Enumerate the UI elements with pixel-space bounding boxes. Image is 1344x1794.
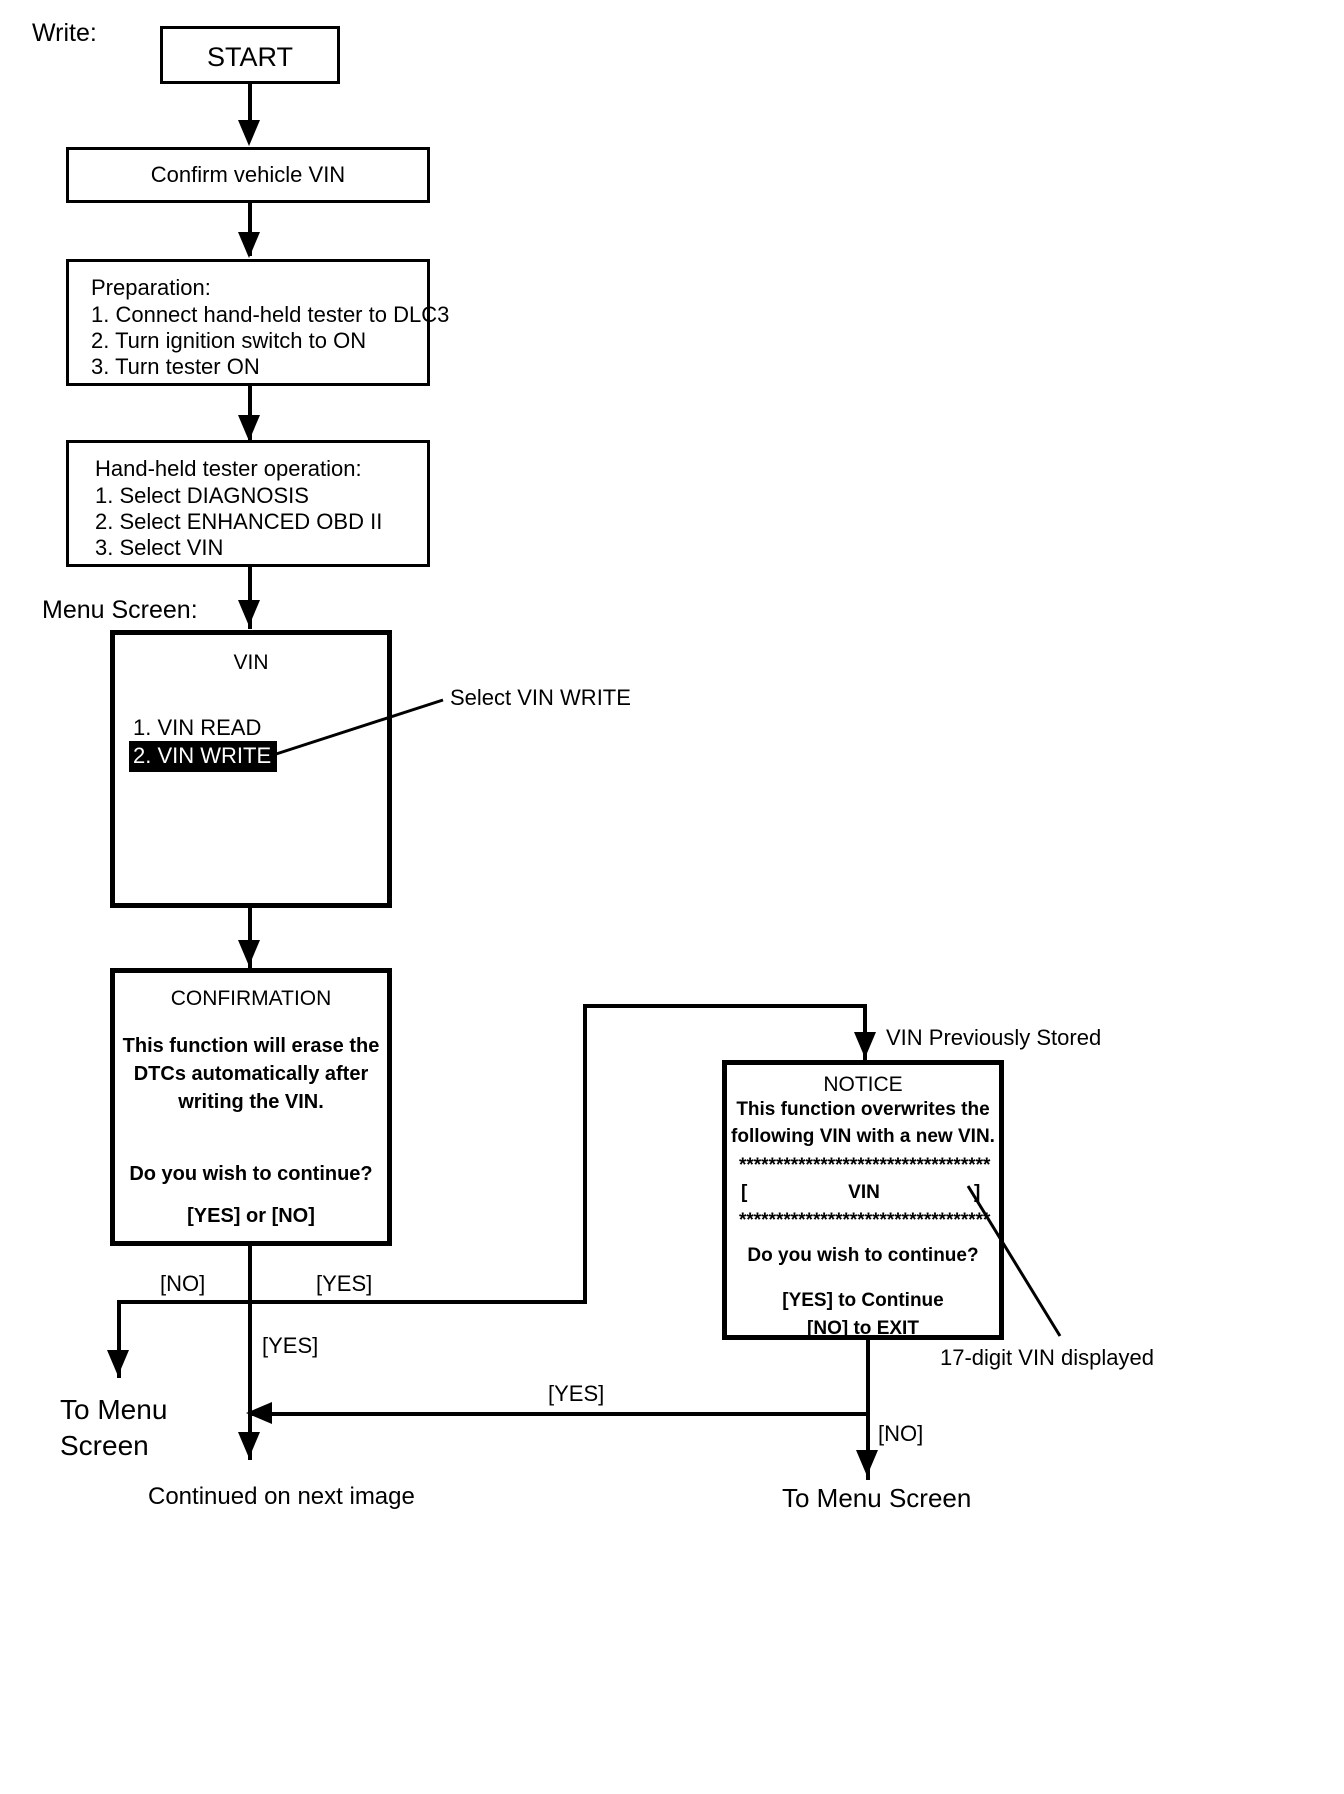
edge-notice-yes-arrow bbox=[246, 1402, 272, 1424]
node-confirm-vehicle-vin: Confirm vehicle VIN bbox=[66, 147, 430, 203]
node-tester-operation-step-3: 3. Select VIN bbox=[95, 535, 224, 560]
terminal-to-menu-screen-left-line1: To Menu bbox=[60, 1394, 168, 1425]
edge-preparation-to-operation-line bbox=[248, 386, 252, 440]
screen-confirmation: CONFIRMATION This function will erase th… bbox=[110, 968, 392, 1246]
screen-notice-question: Do you wish to continue? bbox=[747, 1245, 979, 1266]
section-label-menu-screen: Menu Screen: bbox=[42, 596, 198, 624]
edge-label-yes-to-next: [YES] bbox=[262, 1333, 319, 1358]
edge-notice-yes-horizontal-line bbox=[250, 1412, 870, 1416]
screen-notice-vin-close-bracket: ] bbox=[974, 1182, 981, 1203]
edge-vin-to-confirmation-line bbox=[248, 908, 252, 968]
node-preparation-step-3: 3. Turn tester ON bbox=[91, 354, 260, 379]
edge-start-to-confirm-arrow bbox=[238, 120, 260, 146]
edge-operation-to-vin-arrow bbox=[238, 600, 260, 626]
edge-notice-no-arrow bbox=[856, 1450, 878, 1476]
screen-confirmation-question: Do you wish to continue? bbox=[129, 1163, 373, 1185]
edge-label-no-from-confirmation: [NO] bbox=[160, 1271, 206, 1296]
screen-notice-rule-bottom: ********************************** bbox=[739, 1210, 991, 1231]
edge-yes-center-arrow bbox=[238, 1432, 260, 1458]
edge-yes-riser-line bbox=[583, 1004, 587, 1304]
edge-label-no-from-notice: [NO] bbox=[878, 1421, 924, 1446]
edge-yes-horizontal-line bbox=[117, 1300, 587, 1304]
screen-confirmation-body-3: writing the VIN. bbox=[178, 1091, 324, 1113]
menu-item-vin-write[interactable]: 2. VIN WRITE bbox=[129, 741, 278, 772]
section-label-write: Write: bbox=[32, 19, 97, 47]
edge-confirmation-down-line bbox=[248, 1246, 252, 1302]
node-tester-operation: Hand-held tester operation: 1. Select DI… bbox=[66, 440, 430, 567]
screen-confirmation-title: CONFIRMATION bbox=[170, 987, 332, 1010]
screen-confirmation-answers[interactable]: [YES] or [NO] bbox=[187, 1205, 315, 1227]
edge-vin-to-confirmation-arrow bbox=[238, 940, 260, 966]
terminal-to-menu-screen-left-line2: Screen bbox=[60, 1430, 149, 1461]
screen-confirmation-body-2: DTCs automatically after bbox=[133, 1063, 369, 1085]
node-tester-operation-title: Hand-held tester operation: bbox=[95, 456, 362, 481]
screen-notice-answer-no[interactable]: [NO] to EXIT bbox=[807, 1318, 919, 1339]
screen-notice-vin-open-bracket: [ bbox=[741, 1182, 748, 1203]
edge-confirm-to-preparation-arrow bbox=[238, 232, 260, 258]
edge-preparation-to-operation-arrow bbox=[238, 415, 260, 441]
screen-notice: NOTICE This function overwrites the foll… bbox=[722, 1060, 1004, 1340]
node-start: START bbox=[160, 26, 340, 84]
edge-yes-top-horizontal-line bbox=[583, 1004, 867, 1008]
edge-yes-center-line bbox=[248, 1300, 252, 1460]
screen-notice-body-2: following VIN with a new VIN. bbox=[731, 1126, 995, 1147]
screen-vin-menu: VIN 1. VIN READ 2. VIN WRITE bbox=[110, 630, 392, 908]
node-preparation: Preparation: 1. Connect hand-held tester… bbox=[66, 259, 449, 386]
node-tester-operation-step-1: 1. Select DIAGNOSIS bbox=[95, 483, 309, 508]
screen-vin-menu-title: VIN bbox=[233, 651, 269, 674]
edge-start-to-confirm-line bbox=[248, 84, 252, 134]
callout-seventeen-digit-vin: 17-digit VIN displayed bbox=[940, 1345, 1155, 1370]
screen-notice-vin-value: VIN bbox=[848, 1182, 880, 1203]
terminal-continued-next-image: Continued on next image bbox=[148, 1483, 415, 1510]
node-confirm-vehicle-vin-label: Confirm vehicle VIN bbox=[150, 162, 346, 187]
edge-label-yes-from-confirmation: [YES] bbox=[316, 1271, 373, 1296]
edge-no-left-line bbox=[117, 1300, 121, 1378]
edge-no-left-arrow bbox=[107, 1350, 129, 1376]
terminal-to-menu-screen-right: To Menu Screen bbox=[782, 1483, 972, 1513]
edge-yes-drop-arrow bbox=[854, 1032, 876, 1058]
edge-label-yes-from-notice: [YES] bbox=[548, 1381, 605, 1406]
screen-notice-answer-yes[interactable]: [YES] to Continue bbox=[782, 1290, 944, 1311]
edge-notice-no-line bbox=[866, 1340, 870, 1480]
screen-confirmation-body-1: This function will erase the bbox=[122, 1035, 380, 1057]
screen-notice-rule-top: ********************************** bbox=[739, 1155, 991, 1176]
callout-select-vin-write: Select VIN WRITE bbox=[450, 685, 631, 710]
node-preparation-step-2: 2. Turn ignition switch to ON bbox=[91, 328, 367, 353]
screen-notice-body-1: This function overwrites the bbox=[736, 1099, 990, 1120]
edge-operation-to-vin-line bbox=[248, 567, 252, 629]
node-start-label: START bbox=[206, 42, 293, 72]
node-preparation-title: Preparation: bbox=[91, 275, 211, 300]
node-tester-operation-step-2: 2. Select ENHANCED OBD II bbox=[95, 509, 383, 534]
edge-confirm-to-preparation-line bbox=[248, 203, 252, 256]
node-preparation-step-1: 1. Connect hand-held tester to DLC3 bbox=[91, 302, 450, 327]
callout-vin-previously-stored: VIN Previously Stored bbox=[886, 1025, 1102, 1050]
menu-item-vin-read[interactable]: 1. VIN READ bbox=[133, 715, 262, 740]
screen-notice-title: NOTICE bbox=[823, 1073, 903, 1096]
